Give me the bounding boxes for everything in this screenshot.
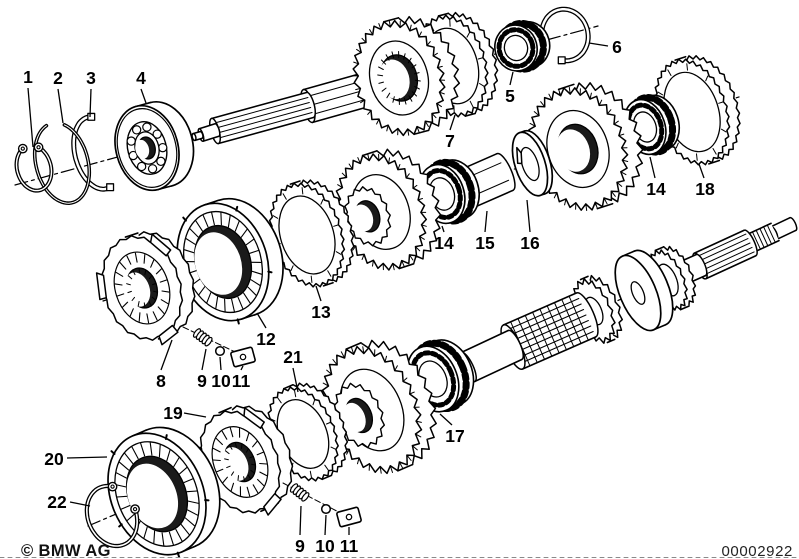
- part-number-label: 7: [445, 131, 455, 151]
- part-callout-17: 17: [439, 413, 465, 446]
- callout-leader-line: [292, 367, 299, 393]
- part-callout-1: 1: [23, 67, 34, 148]
- part-callout-20: 20: [44, 449, 108, 469]
- callout-leader-line: [57, 88, 64, 124]
- callout-leader-line: [449, 114, 456, 131]
- part-number-label: 5: [505, 86, 515, 106]
- part-number-label: 11: [340, 536, 359, 556]
- part-callout-12: 12: [256, 312, 276, 349]
- part-number-label: 2: [53, 68, 63, 88]
- callout-leader-line: [89, 88, 92, 118]
- callout-leader-line: [698, 163, 705, 179]
- part-number-label: 10: [211, 371, 231, 391]
- part-callout-10: 10: [315, 514, 335, 556]
- part-callout-3: 3: [86, 68, 96, 118]
- part-callout-9: 9: [197, 348, 207, 391]
- callout-leader-line: [439, 413, 453, 426]
- part-number-label: 14: [646, 179, 666, 199]
- part-number-label: 9: [295, 536, 305, 556]
- part-callout-22: 22: [47, 492, 91, 512]
- callout-leader-line: [140, 88, 147, 104]
- part-number-label: 1: [23, 67, 33, 87]
- part-number-label: 17: [445, 426, 464, 446]
- part-callout-21: 21: [283, 347, 303, 393]
- part-number-label: 14: [434, 233, 454, 253]
- part-number-label: 13: [311, 302, 331, 322]
- callout-leader-line: [183, 412, 207, 418]
- callout-leader-line: [324, 514, 327, 536]
- callout-leader-line: [649, 156, 656, 179]
- callout-leader-line: [66, 456, 108, 459]
- part-number-label: 6: [612, 37, 622, 57]
- part-callout-16: 16: [520, 199, 540, 253]
- part-callout-10: 10: [211, 356, 231, 391]
- part-callout-19: 19: [163, 403, 207, 423]
- diagram-number-text: 00002922: [721, 543, 793, 559]
- part-callout-5: 5: [505, 71, 515, 106]
- callout-leader-line: [240, 365, 244, 371]
- input-shaft-group: [14, 6, 599, 205]
- part-number-label: 9: [197, 371, 207, 391]
- callout-leader-line: [484, 210, 488, 233]
- part-callout-4: 4: [136, 68, 147, 104]
- part-callout-13: 13: [311, 285, 331, 322]
- output-shaft-group: [84, 216, 798, 558]
- diagram-line-art: [0, 6, 799, 558]
- part-callout-11: 11: [232, 365, 251, 391]
- part-number-label: 8: [156, 371, 166, 391]
- part-number-label: 22: [47, 492, 67, 512]
- callout-leader-line: [588, 42, 609, 47]
- part-callout-14: 14: [646, 156, 666, 199]
- part-number-label: 16: [520, 233, 540, 253]
- callout-leader-line: [526, 199, 531, 233]
- part-callout-18: 18: [695, 163, 715, 199]
- part-callout-11: 11: [340, 527, 359, 556]
- part-callout-9: 9: [295, 505, 305, 556]
- callout-leader-line: [299, 505, 302, 536]
- part-number-label: 19: [163, 403, 183, 423]
- part-callout-6: 6: [588, 37, 622, 57]
- callout-leader-line: [27, 87, 34, 148]
- callout-leader-line: [509, 71, 514, 86]
- part-number-label: 3: [86, 68, 96, 88]
- part-callout-14: 14: [434, 225, 454, 253]
- callout-leader-line: [441, 225, 445, 233]
- callout-leader-line: [201, 348, 207, 371]
- callout-leader-line: [256, 312, 267, 329]
- part-number-label: 15: [475, 233, 495, 253]
- part-number-label: 10: [315, 536, 335, 556]
- part-number-label: 4: [136, 68, 146, 88]
- part-number-label: 18: [695, 179, 715, 199]
- part-number-label: 20: [44, 449, 64, 469]
- part-number-label: 21: [283, 347, 303, 367]
- part-callout-2: 2: [53, 68, 64, 124]
- part-callout-7: 7: [445, 114, 456, 151]
- middle-gear-cluster: [95, 55, 743, 368]
- callout-leader-line: [69, 501, 91, 507]
- callout-leader-line: [160, 339, 173, 371]
- callout-leader-line: [315, 285, 322, 302]
- part-callout-8: 8: [156, 339, 173, 391]
- part-callout-15: 15: [475, 210, 495, 253]
- part-number-label: 12: [256, 329, 276, 349]
- copyright-text: © BMW AG: [21, 542, 111, 559]
- part-number-label: 11: [232, 371, 251, 391]
- callout-leader-line: [219, 356, 222, 371]
